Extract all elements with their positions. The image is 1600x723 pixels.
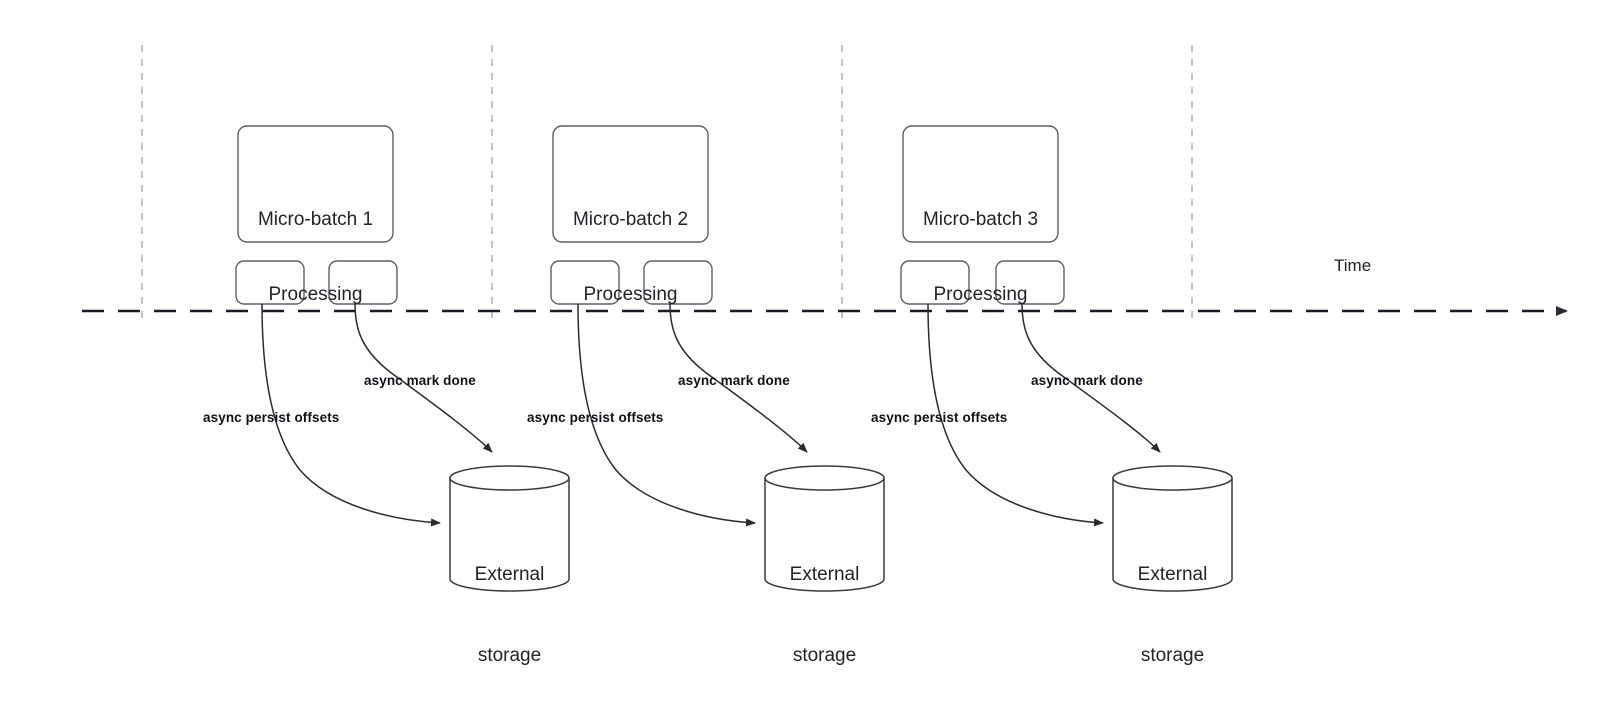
external-storage-label-1-line2: storage xyxy=(477,645,542,666)
arrow-mark-done-3 xyxy=(1021,303,1161,453)
micro-batch-box-1[interactable] xyxy=(237,125,394,243)
annotation-async-mark-done-2: async mark done xyxy=(678,373,790,388)
micro-batch-label-1-line1: Micro-batch 1 xyxy=(257,209,374,230)
external-storage-cylinder-2[interactable] xyxy=(764,477,885,592)
task-box-1b[interactable] xyxy=(328,260,398,305)
external-storage-label-3-line1: External xyxy=(1137,564,1208,585)
external-storage-label-2-line2: storage xyxy=(792,645,857,666)
micro-batch-box-3[interactable] xyxy=(902,125,1059,243)
external-storage-cylinder-3[interactable] xyxy=(1112,477,1233,592)
micro-batch-label-2-line2: Processing xyxy=(583,284,678,305)
task-box-2a[interactable] xyxy=(550,260,620,305)
annotation-async-mark-done-3: async mark done xyxy=(1031,373,1143,388)
arrow-persist-offsets-3 xyxy=(927,303,1104,527)
external-storage-label-2: External storage xyxy=(765,507,884,723)
task-box-1a[interactable] xyxy=(235,260,305,305)
micro-batch-label-3: Micro-batch 3 Processing xyxy=(903,157,1058,357)
group-2-shapes xyxy=(550,125,885,592)
external-storage-cylinder-2-top xyxy=(764,465,885,491)
arrow-persist-offsets-1 xyxy=(261,303,441,527)
group-3-shapes xyxy=(900,125,1233,592)
external-storage-label-1-line1: External xyxy=(474,564,545,585)
micro-batch-label-1: Micro-batch 1 Processing xyxy=(238,157,393,357)
external-storage-label-3: External storage xyxy=(1113,507,1232,723)
timeline-ticks xyxy=(141,45,1193,322)
external-storage-label-2-line1: External xyxy=(789,564,860,585)
diagram-canvas: Micro-batch 1 Processing Micro-batch 2 P… xyxy=(82,45,1568,666)
annotation-async-persist-offsets-2: async persist offsets xyxy=(527,410,664,425)
time-axis-label: Time xyxy=(1334,256,1372,275)
arrow-mark-done-2 xyxy=(669,303,808,453)
annotation-async-mark-done-1: async mark done xyxy=(364,373,476,388)
micro-batch-label-2: Micro-batch 2 Processing xyxy=(553,157,708,357)
external-storage-cylinder-1-top xyxy=(449,465,570,491)
external-storage-label-3-line2: storage xyxy=(1140,645,1205,666)
external-storage-cylinder-1[interactable] xyxy=(449,477,570,592)
micro-batch-label-2-line1: Micro-batch 2 xyxy=(572,209,689,230)
arrow-mark-done-1 xyxy=(354,303,493,453)
external-storage-label-1: External storage xyxy=(450,507,569,723)
task-box-3b[interactable] xyxy=(995,260,1065,305)
task-box-2b[interactable] xyxy=(643,260,713,305)
arrow-persist-offsets-2 xyxy=(577,303,756,527)
micro-batch-label-3-line2: Processing xyxy=(933,284,1028,305)
micro-batch-label-3-line1: Micro-batch 3 xyxy=(922,209,1039,230)
annotation-async-persist-offsets-3: async persist offsets xyxy=(871,410,1008,425)
task-box-3a[interactable] xyxy=(900,260,970,305)
micro-batch-label-1-line2: Processing xyxy=(268,284,363,305)
annotation-async-persist-offsets-1: async persist offsets xyxy=(203,410,340,425)
diagram-svg xyxy=(82,45,1568,592)
micro-batch-box-2[interactable] xyxy=(552,125,709,243)
external-storage-cylinder-3-top xyxy=(1112,465,1233,491)
group-1-shapes xyxy=(235,125,570,592)
